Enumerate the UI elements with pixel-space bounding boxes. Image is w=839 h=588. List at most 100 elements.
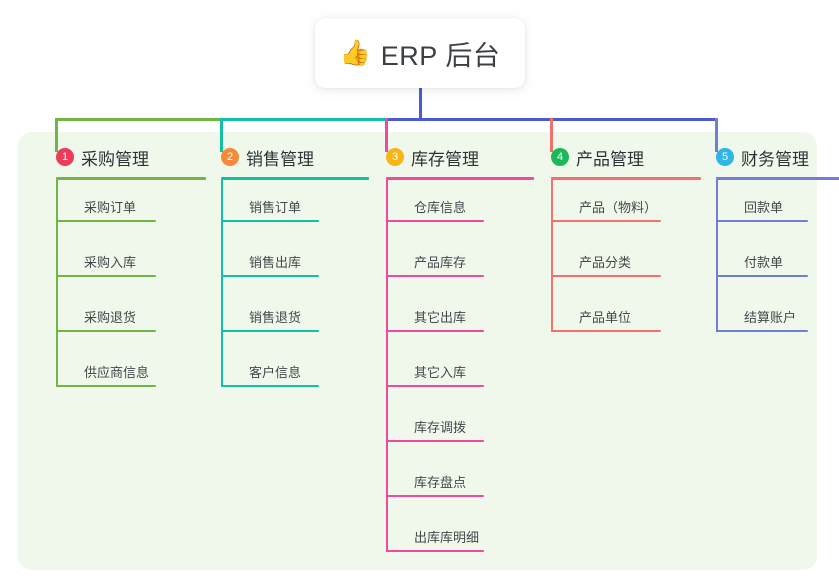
list-item[interactable]: 产品（物料） [551,186,661,222]
list-item[interactable]: 销售出库 [221,241,319,277]
column-badge-4: 4 [551,148,569,166]
list-item-rule [221,330,319,332]
column-title-2: 销售管理 [246,149,314,169]
list-item[interactable]: 销售退货 [221,296,319,332]
root-stem [419,88,422,120]
column-title-4: 产品管理 [576,149,644,169]
column-header-rule-5 [716,177,839,180]
column-3: 3 库存管理仓库信息产品库存其它出库其它入库库存调拨库存盘点出库库明细 [364,145,534,552]
list-item-rule [551,275,661,277]
list-item-rule [56,275,156,277]
column-badge-3: 3 [386,148,404,166]
list-item-label: 销售退货 [249,310,302,325]
column-title-1: 采购管理 [81,149,149,169]
list-item-label: 库存盘点 [414,475,467,490]
list-item-label: 采购退货 [84,310,137,325]
column-spine-2 [221,180,223,387]
list-item[interactable]: 产品库存 [386,241,484,277]
diagram-background-panel [18,132,817,570]
connector-drop-5 [715,118,718,152]
list-item-rule [716,220,808,222]
list-item-label: 其它出库 [414,310,467,325]
root-node-content: 👍 ERP 后台 [340,34,501,73]
list-item-label: 产品分类 [579,255,632,270]
list-item-rule [551,330,661,332]
column-badge-2: 2 [221,148,239,166]
column-spine-4 [551,180,553,332]
column-spine-3 [386,180,388,552]
column-title-3: 库存管理 [411,149,479,169]
list-item-rule [551,220,661,222]
list-item-label: 其它入库 [414,365,467,380]
list-item-rule [386,275,484,277]
list-item-rule [221,220,319,222]
list-item[interactable]: 库存调拨 [386,406,484,442]
list-item[interactable]: 采购订单 [56,186,156,222]
column-header-rule-1 [56,177,206,180]
list-item-rule [386,440,484,442]
column-1: 1 采购管理采购订单采购入库采购退货供应商信息 [34,145,206,387]
list-item[interactable]: 结算账户 [716,296,808,332]
root-node-card[interactable]: 👍 ERP 后台 [315,18,525,88]
list-item-label: 销售出库 [249,255,302,270]
list-item-label: 产品单位 [579,310,632,325]
list-item-label: 采购入库 [84,255,137,270]
list-item-rule [386,220,484,222]
list-item[interactable]: 其它出库 [386,296,484,332]
list-item[interactable]: 采购入库 [56,241,156,277]
list-item-rule [56,220,156,222]
list-item-rule [56,385,156,387]
list-item[interactable]: 产品分类 [551,241,661,277]
column-header-2[interactable]: 2 销售管理 [199,145,314,169]
list-item-label: 产品库存 [414,255,467,270]
connector-drop-1 [55,118,58,152]
column-header-rule-2 [221,177,369,180]
column-header-rule-4 [551,177,701,180]
column-header-1[interactable]: 1 采购管理 [34,145,149,169]
list-item[interactable]: 回款单 [716,186,808,222]
connector-drop-2 [220,118,223,152]
list-item[interactable]: 出库库明细 [386,516,484,552]
column-badge-1: 1 [56,148,74,166]
list-item-label: 采购订单 [84,200,137,215]
list-item-rule [386,330,484,332]
thumbs-up-icon: 👍 [339,38,371,67]
list-item-label: 结算账户 [744,310,797,325]
column-spine-1 [56,180,58,387]
list-item-rule [221,385,319,387]
connector-drop-3 [385,118,388,152]
list-item[interactable]: 库存盘点 [386,461,484,497]
list-item[interactable]: 其它入库 [386,351,484,387]
list-item-label: 产品（物料） [579,200,658,215]
column-2: 2 销售管理销售订单销售出库销售退货客户信息 [199,145,369,387]
list-item[interactable]: 产品单位 [551,296,661,332]
column-header-rule-3 [386,177,534,180]
bus-segment-green [55,118,223,121]
list-item[interactable]: 采购退货 [56,296,156,332]
list-item-rule [716,330,808,332]
root-node-title: ERP 后台 [380,40,501,71]
list-item-rule [386,550,484,552]
list-item[interactable]: 付款单 [716,241,808,277]
list-item-label: 客户信息 [249,365,302,380]
list-item-label: 销售订单 [249,200,302,215]
column-header-3[interactable]: 3 库存管理 [364,145,479,169]
list-item-rule [56,330,156,332]
list-item-label: 回款单 [744,200,784,215]
list-item-label: 库存调拨 [414,420,467,435]
list-item-label: 供应商信息 [84,365,150,380]
list-item[interactable]: 销售订单 [221,186,319,222]
column-title-5: 财务管理 [741,149,809,169]
list-item[interactable]: 仓库信息 [386,186,484,222]
column-spine-5 [716,180,718,332]
list-item[interactable]: 客户信息 [221,351,319,387]
list-item[interactable]: 供应商信息 [56,351,156,387]
list-item-label: 仓库信息 [414,200,467,215]
list-item-rule [386,385,484,387]
list-item-label: 出库库明细 [414,530,480,545]
list-item-label: 付款单 [744,255,784,270]
column-header-4[interactable]: 4 产品管理 [529,145,644,169]
list-item-rule [221,275,319,277]
